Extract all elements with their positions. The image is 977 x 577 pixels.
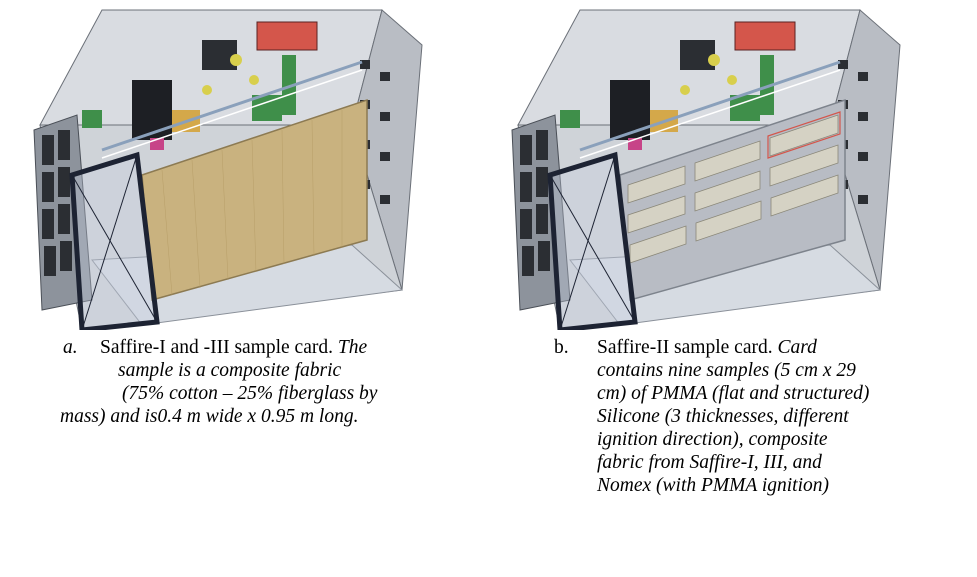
caption-a-line-3: mass) and is0.4 m wide x 0.95 m long. bbox=[60, 406, 359, 427]
caption-b-line-4: ignition direction), composite bbox=[597, 429, 828, 450]
caption-b-marker: b. bbox=[554, 337, 569, 358]
caption-a-title: Saffire-I and -III sample card. bbox=[100, 337, 333, 358]
figure-a-image bbox=[22, 0, 442, 330]
caption-b-line-5: fabric from Saffire-I, III, and bbox=[597, 452, 822, 473]
caption-a-line-1: sample is a composite fabric bbox=[118, 360, 342, 381]
caption-b-line-2: cm) of PMMA (flat and structured) bbox=[597, 383, 870, 404]
caption-b-title: Saffire-II sample card. bbox=[597, 337, 773, 358]
caption-a-line-2: (75% cotton – 25% fiberglass by bbox=[122, 383, 378, 404]
caption-b-title-tail: Card bbox=[777, 337, 817, 358]
caption-a-title-tail: The bbox=[337, 337, 368, 358]
caption-b: Saffire-II sample card. Card contains ni… bbox=[597, 336, 967, 497]
caption-b-line-3: Silicone (3 thicknesses, different bbox=[597, 406, 849, 427]
figure-b-image bbox=[500, 0, 920, 330]
caption-a-marker: a. bbox=[63, 337, 78, 358]
saffire-2-hardware-render bbox=[511, 9, 901, 330]
caption-b-line-1: contains nine samples (5 cm x 29 bbox=[597, 360, 856, 381]
caption-a: Saffire-I and -III sample card. The samp… bbox=[60, 336, 490, 428]
caption-b-line-6: Nomex (with PMMA ignition) bbox=[597, 475, 829, 496]
saffire-1-3-hardware-render bbox=[33, 9, 423, 330]
